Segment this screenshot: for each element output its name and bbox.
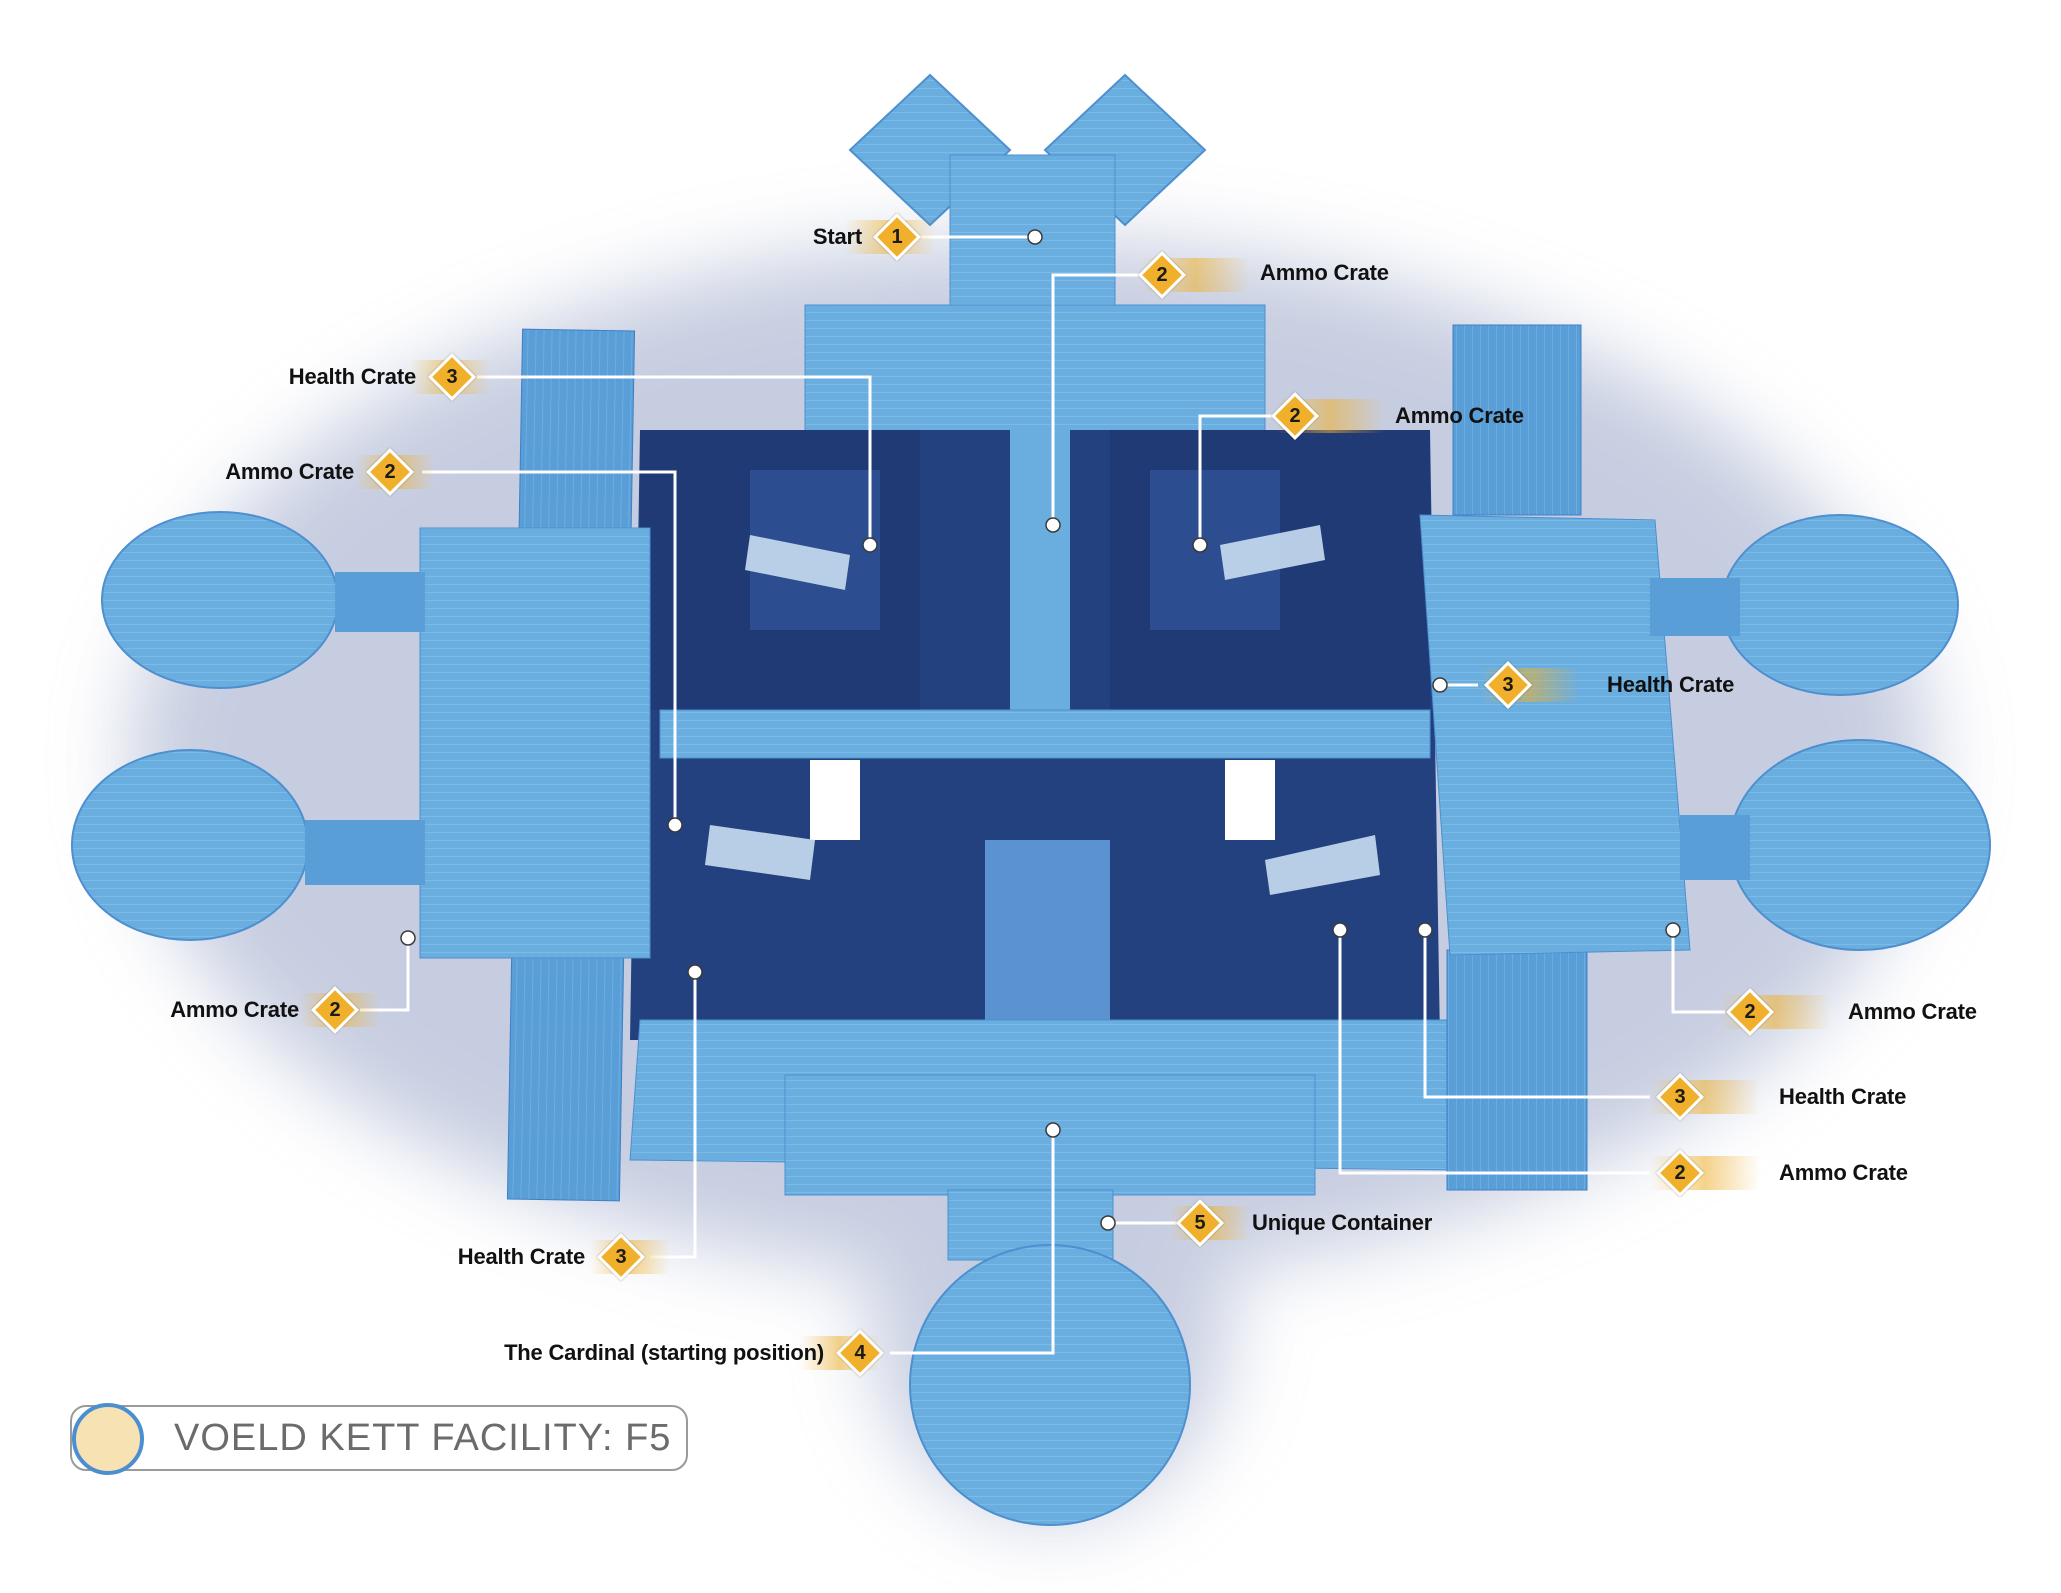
map-title-icon — [72, 1403, 144, 1475]
marker-number: 2 — [1156, 263, 1168, 286]
marker-number: 2 — [1744, 1000, 1756, 1023]
callout-dots — [400, 229, 1681, 1231]
map-title: VOELD KETT FACILITY: F5 — [174, 1417, 672, 1459]
marker-label-health-crate: Health Crate — [1779, 1084, 1907, 1109]
marker-label-health-crate: Health Crate — [457, 1244, 585, 1269]
marker-label-ammo-crate: Ammo Crate — [170, 997, 299, 1022]
marker-label-health-crate: Health Crate — [288, 364, 416, 389]
right-wing — [1419, 324, 1991, 1191]
map-title-plate — [70, 1405, 688, 1471]
marker-label-ammo-crate: Ammo Crate — [1848, 999, 1977, 1024]
marker-label-health-crate: Health Crate — [1607, 672, 1735, 697]
marker-number: 3 — [1502, 673, 1514, 696]
marker-number: 2 — [329, 998, 341, 1021]
bottom-platform — [629, 1019, 1461, 1526]
marker-label-ammo-crate: Ammo Crate — [1260, 260, 1389, 285]
marker-label-unique-container: Unique Container — [1252, 1210, 1433, 1235]
marker-number: 5 — [1194, 1211, 1206, 1234]
staircases — [705, 525, 1380, 895]
marker-label-ammo-crate: Ammo Crate — [1779, 1160, 1908, 1185]
marker-number: 2 — [384, 460, 396, 483]
marker-number: 3 — [446, 365, 458, 388]
callout-lines — [360, 235, 1725, 1355]
marker-label-start: Start — [812, 224, 862, 249]
marker-number: 3 — [615, 1245, 627, 1268]
marker-number: 1 — [891, 225, 903, 248]
central-walkway — [659, 709, 1431, 759]
marker-number: 2 — [1289, 404, 1301, 427]
marker-label-ammo-crate: Ammo Crate — [225, 459, 354, 484]
marker-number: 3 — [1674, 1085, 1686, 1108]
marker-label-ammo-crate: Ammo Crate — [1395, 403, 1524, 428]
marker-number: 2 — [1674, 1161, 1686, 1184]
marker-label-the-cardinal: The Cardinal (starting position) — [504, 1340, 824, 1365]
left-wing — [71, 328, 651, 1202]
marker-number: 4 — [854, 1341, 866, 1364]
